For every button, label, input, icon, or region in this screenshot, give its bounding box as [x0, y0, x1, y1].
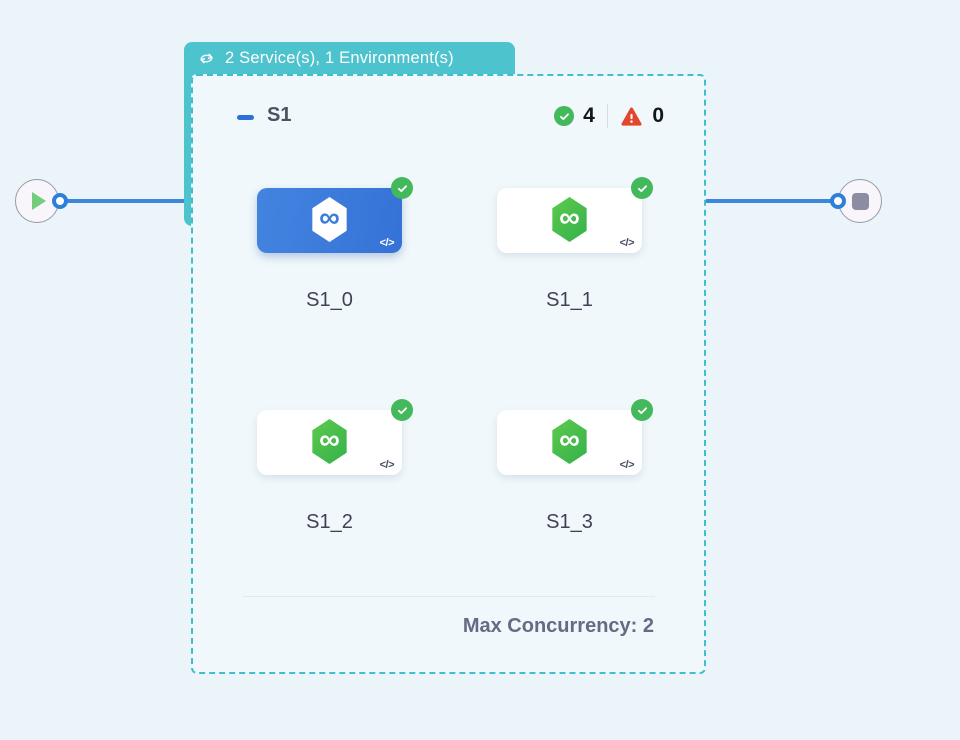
play-icon — [32, 192, 46, 210]
service-label: S1_3 — [546, 511, 593, 533]
service-label: S1_1 — [546, 289, 593, 311]
code-icon: </> — [379, 237, 395, 249]
check-badge-icon — [631, 177, 653, 199]
collapse-icon[interactable] — [237, 115, 254, 120]
badge-label: 2 Service(s), 1 Environment(s) — [225, 49, 454, 67]
services-environments-badge[interactable]: 2 Service(s), 1 Environment(s) — [184, 42, 515, 75]
service-hexagon-icon: ∞ — [312, 197, 347, 242]
success-count: 4 — [583, 104, 595, 127]
code-icon: </> — [619, 237, 635, 249]
code-icon: </> — [619, 459, 635, 471]
service-label: S1_2 — [306, 511, 353, 533]
success-icon — [554, 106, 575, 126]
infinity-icon: ∞ — [559, 423, 580, 456]
service-tile-s1-3[interactable]: ∞ </> — [497, 399, 653, 475]
service-hexagon-icon: ∞ — [312, 419, 347, 464]
status-counts: 4 0 — [554, 102, 664, 130]
infinity-icon: ∞ — [319, 423, 340, 456]
connector-node-start — [52, 193, 68, 209]
code-icon: </> — [379, 459, 395, 471]
stop-icon — [851, 192, 869, 210]
stage-title: S1 — [267, 104, 292, 126]
service-tile-s1-0[interactable]: ∞ </> — [257, 177, 413, 253]
count-divider — [606, 104, 609, 128]
footer-divider — [243, 596, 655, 597]
execution-panel: S1 4 0 ∞ </> ∞ </> ∞ — [191, 74, 706, 674]
check-badge-icon — [391, 177, 413, 199]
service-hexagon-icon: ∞ — [552, 197, 587, 242]
connector-node-end — [830, 193, 846, 209]
error-count: 0 — [652, 104, 664, 127]
max-concurrency-label: Max Concurrency: 2 — [462, 615, 654, 637]
check-badge-icon — [391, 399, 413, 421]
service-label: S1_0 — [306, 289, 353, 311]
loop-icon — [200, 53, 213, 64]
infinity-icon: ∞ — [319, 201, 340, 234]
edge-stage-to-end — [705, 199, 839, 203]
warning-icon — [621, 106, 642, 126]
service-tile-s1-1[interactable]: ∞ </> — [497, 177, 653, 253]
check-badge-icon — [631, 399, 653, 421]
edge-start-to-stage — [60, 199, 186, 203]
start-node-button[interactable] — [15, 179, 59, 223]
infinity-icon: ∞ — [559, 201, 580, 234]
service-hexagon-icon: ∞ — [552, 419, 587, 464]
service-tile-s1-2[interactable]: ∞ </> — [257, 399, 413, 475]
